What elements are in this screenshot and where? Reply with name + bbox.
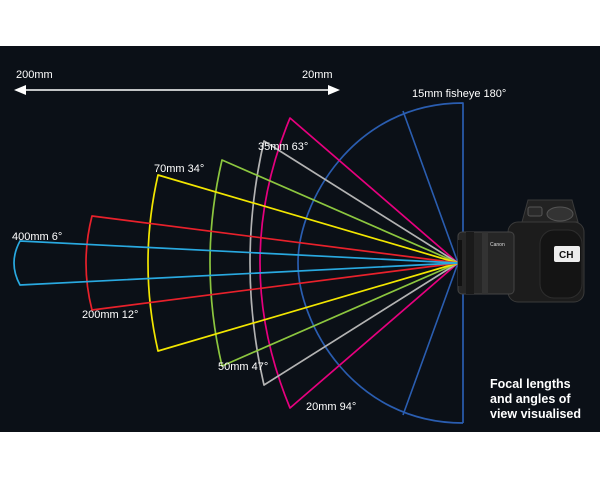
lens-label-70mm: 70mm 34° bbox=[154, 163, 204, 175]
camera-brand: Canon bbox=[490, 242, 505, 248]
cone-35mm bbox=[249, 140, 459, 386]
cone-200mm bbox=[85, 215, 459, 311]
diagram-panel: 200mm 20mm 400mm 6° 200mm 12° 70mm 34° 5… bbox=[0, 46, 600, 432]
cone-20mm bbox=[259, 117, 459, 409]
cone-15mm-fisheye bbox=[297, 102, 464, 424]
lens-label-400mm: 400mm 6° bbox=[12, 231, 62, 243]
lens-label-35mm: 35mm 63° bbox=[258, 141, 308, 153]
cone-70mm bbox=[147, 174, 459, 352]
scale-right-label: 20mm bbox=[302, 69, 333, 81]
caption-line-1: Focal lengths bbox=[490, 377, 571, 391]
cone-50mm bbox=[209, 159, 459, 367]
lens-label-200mm: 200mm 12° bbox=[82, 309, 138, 321]
double-arrow-icon bbox=[14, 85, 340, 95]
caption-line-3: view visualised bbox=[490, 407, 581, 421]
view-cones bbox=[13, 102, 464, 424]
lens-label-15mm-fisheye: 15mm fisheye 180° bbox=[412, 88, 506, 100]
camera-badge: CH bbox=[559, 250, 573, 261]
camera-icon: Canon CH bbox=[457, 199, 585, 303]
scale-left-label: 200mm bbox=[16, 69, 53, 81]
cone-15mm-fisheye-rays bbox=[402, 110, 459, 416]
caption-line-2: and angles of bbox=[490, 392, 571, 406]
lens-label-20mm: 20mm 94° bbox=[306, 401, 356, 413]
cone-400mm bbox=[13, 240, 459, 286]
focal-length-diagram: 200mm 20mm 400mm 6° 200mm 12° 70mm 34° 5… bbox=[12, 69, 585, 424]
lens-label-50mm: 50mm 47° bbox=[218, 361, 268, 373]
